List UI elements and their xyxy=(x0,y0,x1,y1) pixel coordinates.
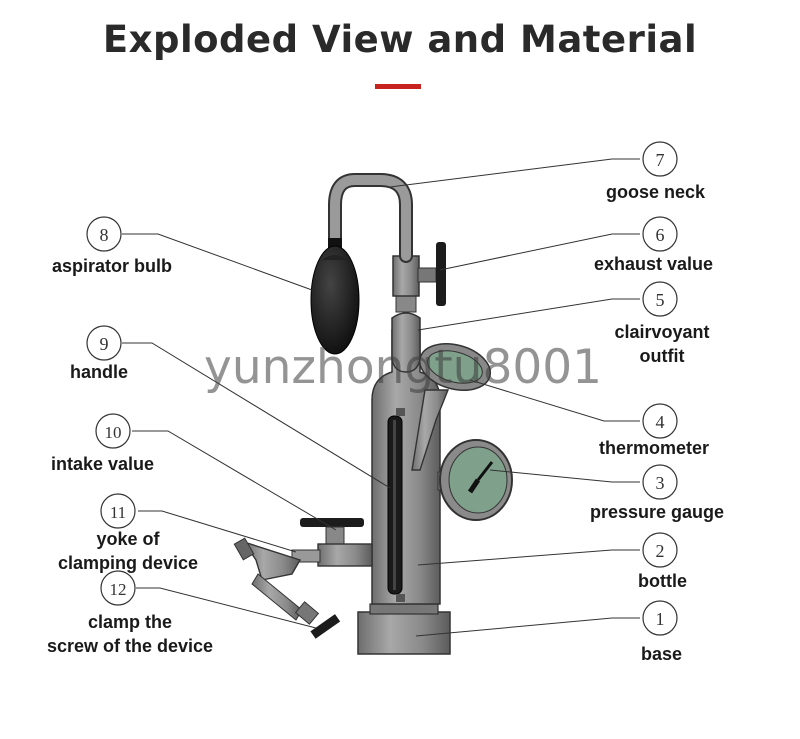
callout-3-circle: 3 xyxy=(642,464,678,500)
callout-7-circle: 7 xyxy=(642,141,678,177)
svg-text:9: 9 xyxy=(100,334,109,354)
aspirator-bulb-part xyxy=(310,238,360,355)
callout-6-circle: 6 xyxy=(642,216,678,252)
callout-4-circle: 4 xyxy=(642,403,678,439)
svg-text:12: 12 xyxy=(110,580,127,599)
svg-text:3: 3 xyxy=(656,473,665,493)
label-handle: handle xyxy=(70,362,129,382)
callout-1-circle: 1 xyxy=(642,600,678,636)
base-part xyxy=(357,603,451,655)
svg-text:6: 6 xyxy=(656,225,665,245)
number-circles: 1 2 3 4 5 6 7 8 9 10 11 12 xyxy=(86,141,678,636)
watermark-text: yunzhongtu8001 xyxy=(204,340,603,395)
clamp-screw-part xyxy=(251,573,341,639)
page-title: Exploded View and Material xyxy=(102,18,698,61)
pressure-gauge-part xyxy=(437,439,513,521)
label-intake-value: intake value xyxy=(51,454,155,474)
label-goose-neck: goose neck xyxy=(606,182,706,202)
svg-text:4: 4 xyxy=(656,412,665,432)
label-yoke: yoke of clamping device xyxy=(57,529,199,573)
svg-text:7: 7 xyxy=(656,150,665,170)
intake-valve-part xyxy=(291,518,373,567)
svg-text:1: 1 xyxy=(656,609,665,629)
svg-text:10: 10 xyxy=(105,423,122,442)
thermometer-part xyxy=(411,343,491,471)
label-aspirator-bulb: aspirator bulb xyxy=(52,256,173,276)
leader-lines xyxy=(122,158,640,637)
callout-10-circle: 10 xyxy=(95,413,131,449)
label-exhaust-value: exhaust value xyxy=(594,254,714,274)
svg-text:11: 11 xyxy=(110,503,126,522)
callout-2-circle: 2 xyxy=(642,532,678,568)
callout-11-circle: 11 xyxy=(100,493,136,529)
callout-12-circle: 12 xyxy=(100,570,136,606)
svg-text:2: 2 xyxy=(656,541,665,561)
clairvoyant-outfit-part xyxy=(391,295,421,373)
label-thermometer: thermometer xyxy=(599,438,710,458)
label-clamp-screw: clamp the screw of the device xyxy=(46,612,214,656)
goose-neck-part xyxy=(328,173,413,263)
callout-9-circle: 9 xyxy=(86,325,122,361)
label-base: base xyxy=(641,644,683,664)
svg-text:8: 8 xyxy=(100,225,109,245)
label-pressure-gauge: pressure gauge xyxy=(590,502,725,522)
yoke-part xyxy=(233,537,302,581)
callout-8-circle: 8 xyxy=(86,216,122,252)
label-bottle: bottle xyxy=(638,571,687,591)
title-accent-bar xyxy=(375,84,421,89)
callout-5-circle: 5 xyxy=(642,281,678,317)
svg-text:5: 5 xyxy=(656,290,665,310)
label-clairvoyant-outfit: clairvoyant outfit xyxy=(614,322,710,366)
